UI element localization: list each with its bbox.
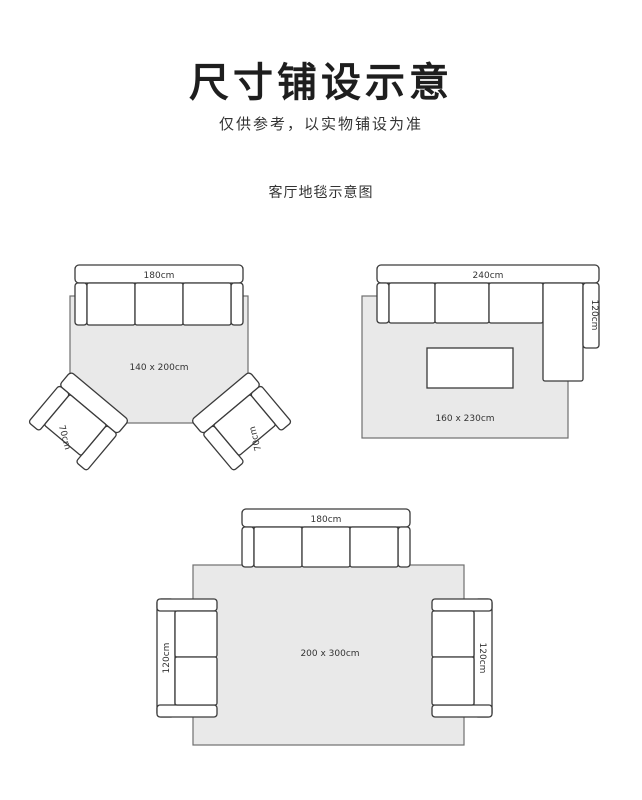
rug-2-label: 160 x 230cm — [435, 414, 494, 424]
layout-3: 200 x 300cm 180cm 120cm 120cm — [156, 508, 493, 746]
armchair-1-left — [28, 372, 128, 471]
sofa-1 — [74, 264, 244, 326]
page-title: 尺寸铺设示意 — [189, 60, 453, 106]
sofa-2-label: 240cm — [473, 271, 504, 281]
sofa-1-label: 180cm — [144, 271, 175, 281]
sofa-3-label: 180cm — [311, 515, 342, 525]
sofa-3 — [241, 508, 411, 568]
coffee-table — [426, 347, 514, 389]
rug-3-label: 200 x 300cm — [300, 649, 359, 659]
section-title: 客厅地毯示意图 — [268, 185, 374, 201]
layout-1: 140 x 200cm 180cm 70cm 70cm — [28, 264, 292, 471]
side-sofa-3-right-label: 120cm — [477, 643, 487, 674]
layout-2: 160 x 230cm 240cm 120cm — [361, 264, 600, 439]
side-sofa-3-left-label: 120cm — [162, 643, 172, 674]
side-sofa-3-left — [156, 598, 218, 718]
rug-1-label: 140 x 200cm — [129, 363, 188, 373]
sofa-2 — [376, 264, 600, 382]
side-sofa-3-right — [431, 598, 493, 718]
armchair-1-right — [192, 372, 292, 471]
rug-3 — [192, 564, 465, 746]
chaise-2-label: 120cm — [589, 300, 599, 331]
page-subtitle: 仅供参考，以实物铺设为准 — [218, 115, 423, 133]
